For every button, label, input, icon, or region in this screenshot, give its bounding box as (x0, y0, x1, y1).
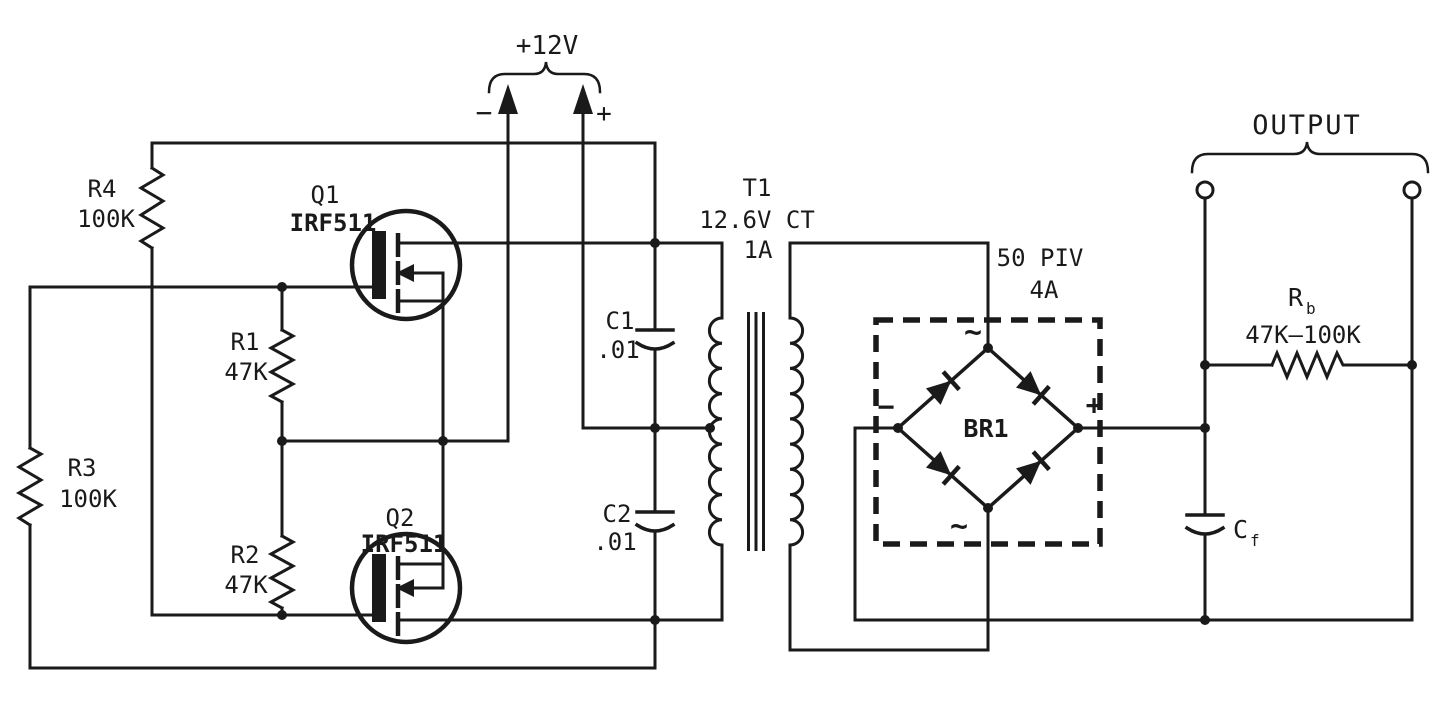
c1-capacitor (634, 241, 676, 430)
t1-ref-label: T1 (743, 174, 772, 202)
q1-part-label: IRF511 (290, 209, 377, 237)
minus-arrow-icon (498, 84, 518, 114)
br1-current-label: 4A (1030, 276, 1059, 304)
q2-gate-bar (372, 554, 386, 622)
q2-arrow-icon (396, 579, 414, 597)
t1-value-label: 12.6V CT (699, 206, 815, 234)
br1-piv-label: 50 PIV (997, 244, 1084, 272)
c2-capacitor (634, 426, 676, 622)
br1-diode-top-left (925, 370, 961, 405)
r3-resistor (15, 445, 45, 528)
supply-plus-label: + (596, 99, 612, 129)
q1-gate-bar (372, 231, 386, 299)
plus-arrow-icon (573, 84, 593, 114)
br1-minus-label: − (878, 390, 895, 423)
supply-brace (487, 61, 602, 94)
rb-resistor (1270, 349, 1350, 381)
output-brace (1190, 141, 1430, 174)
rb-sub-label: b (1306, 299, 1316, 318)
r2-value-label: 47K (224, 571, 268, 599)
q1-mosfet (349, 208, 463, 443)
c2-value-label: .01 (593, 528, 636, 556)
br1-diode-bottom-left (925, 451, 961, 486)
r2-resistor (267, 533, 297, 611)
output-section (1190, 141, 1430, 200)
junction-dots (277, 238, 1417, 625)
cf-sub-label: f (1250, 531, 1260, 550)
cf-ref-label: C (1233, 515, 1248, 544)
r1-value-label: 47K (224, 358, 268, 386)
cf-capacitor (1184, 513, 1226, 536)
output-terminal-right (1402, 180, 1422, 200)
c1-value-label: .01 (596, 336, 639, 364)
br1-dashed-box (873, 317, 1103, 547)
q1-ref-label: Q1 (311, 181, 340, 209)
output-terminal-left (1195, 180, 1215, 200)
rb-value-label: 47K–100K (1245, 321, 1361, 349)
br1-diode-bottom-right (1015, 450, 1051, 485)
rb-ref-label: R (1288, 283, 1304, 312)
r2-ref-label: R2 (231, 541, 260, 569)
br1-diode-top-right (1015, 371, 1051, 406)
br1-ac-bottom-label: ~ (950, 509, 968, 544)
r4-resistor (138, 165, 166, 251)
r3-ref-label: R3 (68, 454, 97, 482)
r4-value-label: 100K (77, 205, 135, 233)
supply-voltage-label: +12V (516, 31, 579, 61)
supply-input (487, 61, 602, 443)
br1-plus-label: + (1086, 388, 1103, 421)
q1-arrow-icon (396, 264, 414, 282)
br1-ac-top-label: ~ (964, 315, 982, 350)
br1-ref-label: BR1 (963, 414, 1008, 443)
q2-part-label: IRF511 (361, 530, 448, 558)
q2-mosfet (349, 439, 463, 645)
r3-value-label: 100K (59, 485, 117, 513)
t1-secondary-winding (788, 316, 805, 547)
r4-ref-label: R4 (88, 175, 117, 203)
t1-current-label: 1A (744, 236, 773, 264)
t1-transformer (707, 312, 805, 551)
q2-ref-label: Q2 (386, 504, 415, 532)
c1-ref-label: C1 (606, 307, 635, 335)
wires (28, 141, 1414, 670)
c2-ref-label: C2 (603, 500, 632, 528)
r1-resistor (267, 327, 297, 405)
supply-minus-label: − (476, 96, 493, 129)
output-title-label: OUTPUT (1252, 110, 1362, 141)
r1-ref-label: R1 (231, 328, 260, 356)
